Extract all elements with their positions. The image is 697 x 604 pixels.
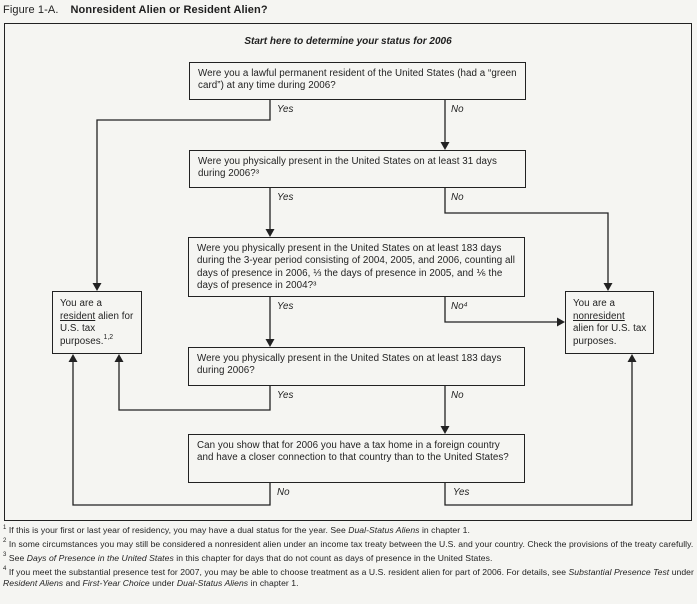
footnotes: 1 If this is your first or last year of …	[3, 525, 694, 592]
result-box-resident: You are a resident alien for U.S. tax pu…	[52, 291, 142, 354]
branch-label-q3-yes: Yes	[277, 301, 294, 312]
question-box-4: Were you physically present in the Unite…	[188, 347, 525, 386]
figure-heading: Figure 1-A. Nonresident Alien or Resident…	[3, 4, 268, 16]
branch-label-q1-yes: Yes	[277, 104, 294, 115]
branch-label-q2-yes: Yes	[277, 192, 294, 203]
start-instruction: Start here to determine your status for …	[244, 36, 452, 47]
footnote-1: 1 If this is your first or last year of …	[3, 524, 470, 535]
branch-label-q2-no: No	[451, 192, 464, 203]
footnote-2: 2 In some circumstances you may still be…	[3, 538, 694, 549]
branch-label-q5-no: No	[277, 487, 290, 498]
question-box-1: Were you a lawful permanent resident of …	[189, 62, 526, 100]
branch-label-q4-yes: Yes	[277, 390, 294, 401]
branch-label-q4-no: No	[451, 390, 464, 401]
branch-label-q1-no: No	[451, 104, 464, 115]
question-box-3: Were you physically present in the Unite…	[188, 237, 525, 297]
footnote-3: 3 See Days of Presence in the United Sta…	[3, 552, 493, 563]
result-box-nonresident: You are a nonresident alien for U.S. tax…	[565, 291, 654, 354]
figure-title: Nonresident Alien or Resident Alien?	[70, 4, 268, 16]
figure-label: Figure 1-A.	[3, 4, 59, 16]
question-box-2: Were you physically present in the Unite…	[189, 150, 526, 188]
footnote-4: 4 If you meet the substantial presence t…	[3, 566, 694, 589]
flowchart-frame	[4, 23, 692, 521]
branch-label-q5-yes: Yes	[453, 487, 470, 498]
question-box-5: Can you show that for 2006 you have a ta…	[188, 434, 525, 483]
branch-label-q3-no: No⁴	[451, 301, 468, 312]
